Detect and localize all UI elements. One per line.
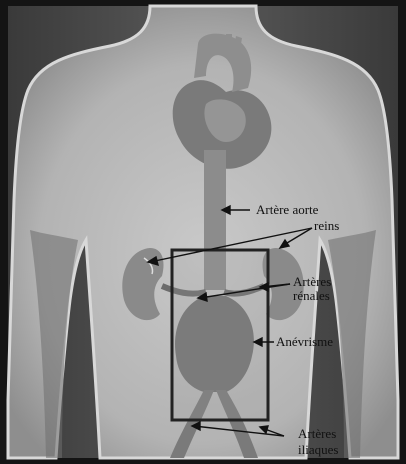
- label-anevrisme: Anévrisme: [276, 334, 333, 349]
- label-arteres-iliaques-2: iliaques: [298, 442, 338, 457]
- label-artere-aorte: Artère aorte: [256, 202, 319, 217]
- label-arteres-iliaques-1: Artères: [298, 426, 336, 441]
- label-reins: reins: [314, 218, 339, 233]
- label-arteres-renales-1: Artères: [293, 274, 331, 289]
- label-arteres-renales-2: rénales: [293, 288, 330, 303]
- aneurysm-highlight-box: [172, 250, 268, 420]
- arch-branch-2: [226, 34, 232, 46]
